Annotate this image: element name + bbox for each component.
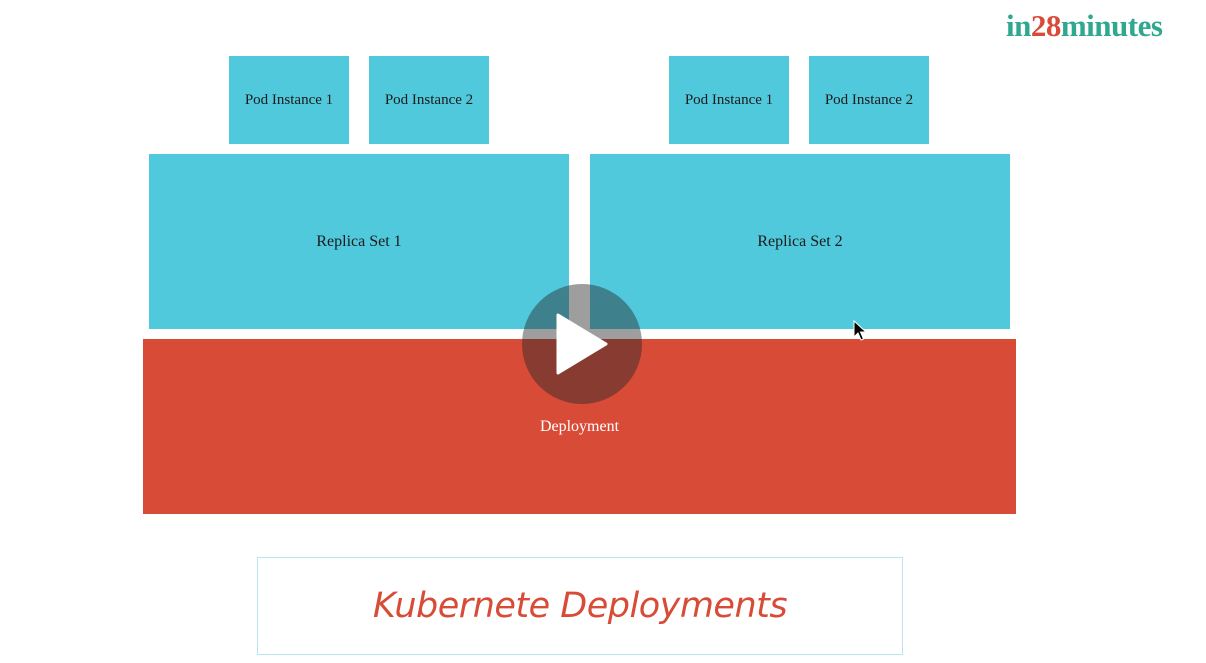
logo-part-in: in: [1006, 8, 1031, 43]
replica-set-1: Replica Set 1: [149, 154, 569, 329]
pod-instance-1-rs1: Pod Instance 1: [229, 56, 349, 144]
logo-part-minutes: minutes: [1060, 8, 1163, 43]
mouse-cursor-icon: [853, 320, 867, 341]
replica-set-2: Replica Set 2: [590, 154, 1010, 329]
play-icon: [556, 313, 608, 375]
caption-box: Kubernete Deployments: [257, 557, 903, 655]
pod-instance-2-rs2: Pod Instance 2: [809, 56, 929, 144]
pod-instance-2-rs1: Pod Instance 2: [369, 56, 489, 144]
deployment-box: Deployment: [143, 339, 1016, 514]
logo-part-28: 28: [1030, 8, 1062, 43]
in28minutes-logo: in28minutes: [1006, 8, 1163, 44]
pod-instance-1-rs2: Pod Instance 1: [669, 56, 789, 144]
caption-title: Kubernete Deployments: [372, 586, 788, 626]
play-button[interactable]: [522, 284, 642, 404]
